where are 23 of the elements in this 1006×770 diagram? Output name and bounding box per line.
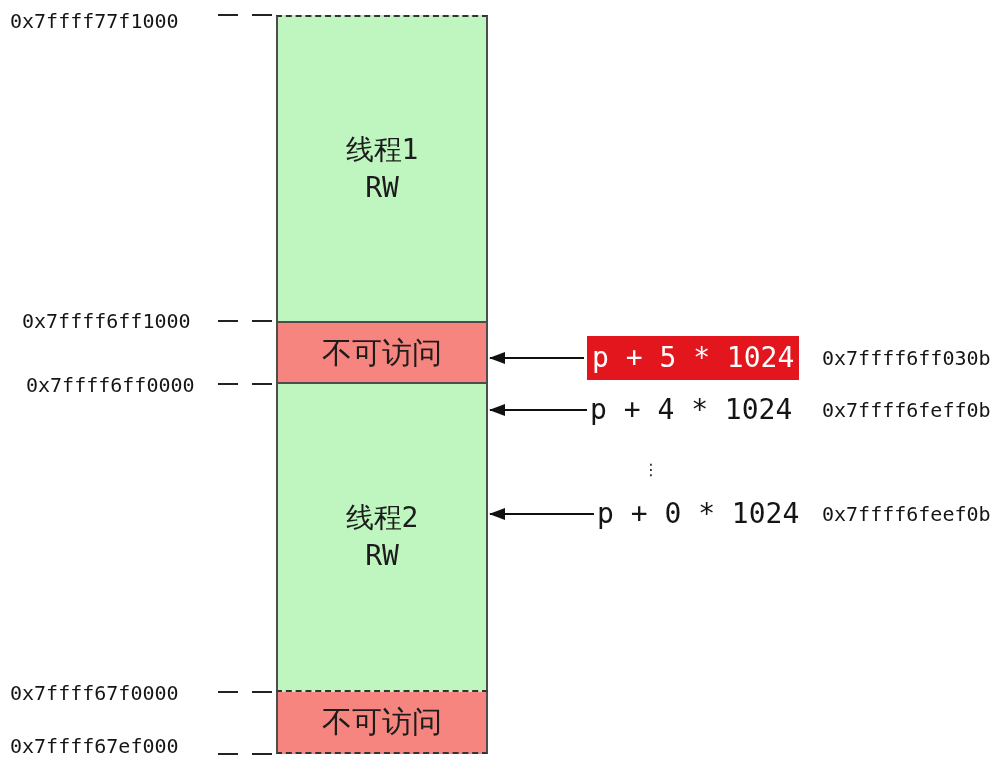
address-label: 0x7ffff67ef000	[10, 734, 179, 758]
memory-region	[276, 321, 488, 384]
region-label: 线程1 RW	[345, 132, 419, 206]
arrow	[489, 352, 585, 364]
pointer-expression: p + 4 * 1024	[590, 392, 793, 428]
arrow	[489, 508, 595, 520]
region-label: 不可访问	[322, 333, 442, 372]
memory-region	[276, 384, 488, 692]
address-label: 0x7ffff77f1000	[10, 9, 179, 33]
ellipsis: ⋮	[643, 460, 659, 480]
region-label: 不可访问	[322, 703, 442, 741]
address-label: 0x7ffff6feef0b	[822, 502, 991, 526]
memory-region	[276, 15, 488, 321]
address-label: 0x7ffff6ff1000	[22, 309, 191, 333]
address-label: 0x7ffff6feff0b	[822, 398, 991, 422]
address-label: 0x7ffff67f0000	[10, 681, 179, 705]
address-label: 0x7ffff6ff0000	[26, 373, 195, 397]
address-label: 0x7ffff6ff030b	[822, 346, 991, 370]
region-label: 线程2 RW	[345, 500, 419, 574]
memory-region	[276, 692, 488, 754]
pointer-expression: p + 0 * 1024	[597, 496, 800, 532]
arrow	[489, 404, 588, 416]
highlighted-expression: p + 5 * 1024	[587, 336, 800, 380]
